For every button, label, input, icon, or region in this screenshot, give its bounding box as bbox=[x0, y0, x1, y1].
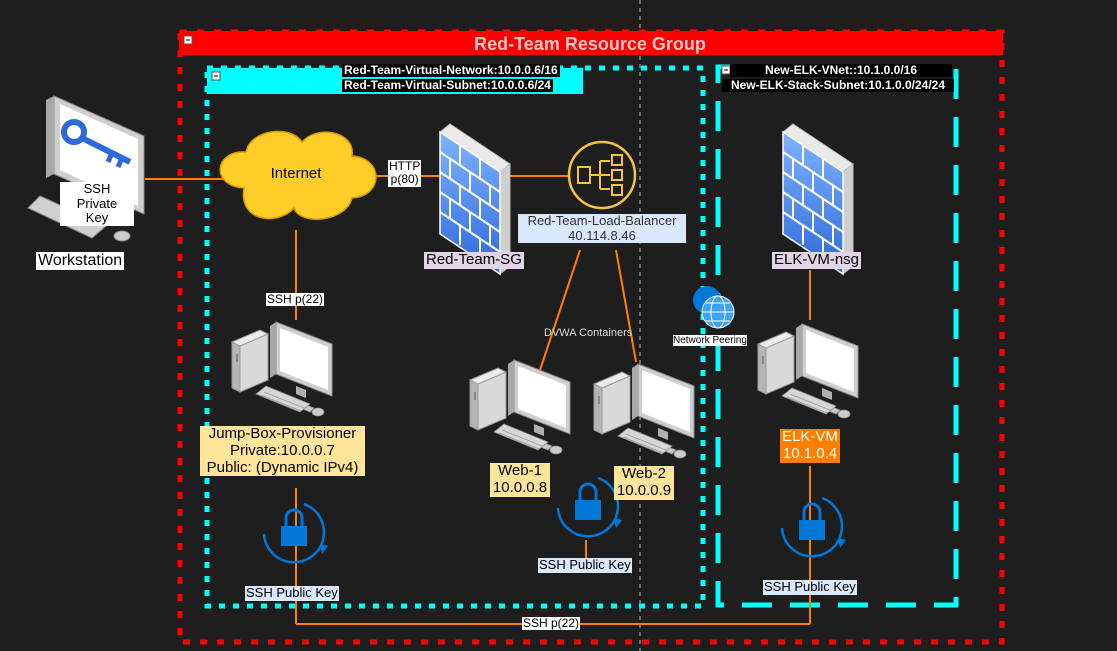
lb-web1-link bbox=[539, 249, 581, 371]
load-balancer-icon[interactable] bbox=[567, 140, 637, 210]
internet-label: Internet bbox=[270, 165, 322, 182]
web2-computer-icon[interactable] bbox=[593, 363, 695, 459]
network-peering-label: Network Peering bbox=[673, 335, 747, 347]
ssh-p22-top-label: SSH p(22) bbox=[266, 292, 325, 307]
resource-group-container bbox=[177, 29, 1005, 645]
network-peering-icon[interactable] bbox=[693, 286, 735, 329]
lb-web2-link bbox=[615, 249, 637, 363]
resource-group-title: Red-Team Resource Group bbox=[474, 34, 706, 54]
key-icon bbox=[61, 119, 132, 169]
web2-label: Web-2 10.0.0.9 bbox=[614, 465, 674, 500]
elk-vnet-subnet-label: New-ELK-Stack-Subnet:10.1.0.0/24/24 bbox=[722, 78, 954, 93]
elk-vnet-network-label: New-ELK-VNet::10.1.0.0/16 bbox=[730, 63, 952, 78]
internet-cloud-icon[interactable] bbox=[219, 130, 377, 220]
web1-label: Web-1 10.0.0.8 bbox=[490, 462, 550, 497]
elk-vm-label: ELK-VM 10.1.0.4 bbox=[780, 428, 840, 463]
workstation-label: Workstation bbox=[36, 252, 125, 270]
web-lock-icon bbox=[556, 476, 624, 538]
elk-vnet-container bbox=[715, 64, 959, 608]
red-team-vnet-subnet-label: Red-Team-Virtual-Subnet:10.0.0.6/24 bbox=[342, 78, 553, 93]
ssh-p22-bottom-label: SSH p(22) bbox=[522, 616, 581, 631]
elk-vm-computer-icon[interactable] bbox=[757, 323, 859, 419]
web1-computer-icon[interactable] bbox=[469, 359, 571, 455]
ssh-public-key-elk-label: SSH Public Key bbox=[763, 579, 857, 595]
ssh-private-key-label: SSH Private Key bbox=[60, 181, 134, 226]
jump-box-label: Jump-Box-Provisioner Private:10.0.0.7 Pu… bbox=[200, 425, 365, 477]
red-team-sg-label: Red-Team-SG bbox=[424, 251, 524, 269]
ssh-public-key-web-label: SSH Public Key bbox=[538, 557, 632, 573]
dvwa-containers-label: DVWA Containers bbox=[544, 327, 633, 339]
elk-lock-icon bbox=[780, 496, 848, 558]
elk-nsg-label: ELK-VM-nsg bbox=[772, 251, 862, 269]
red-team-vnet-network-label: Red-Team-Virtual-Network:10.0.0.6/16 bbox=[342, 63, 560, 78]
http-port-label: HTTP p(80) bbox=[388, 159, 422, 187]
ssh-public-key-jump-label: SSH Public Key bbox=[245, 585, 339, 601]
load-balancer-label: Red-Team-Load-Balancer 40.114.8.46 bbox=[518, 213, 686, 244]
jump-box-computer-icon[interactable] bbox=[231, 321, 333, 417]
